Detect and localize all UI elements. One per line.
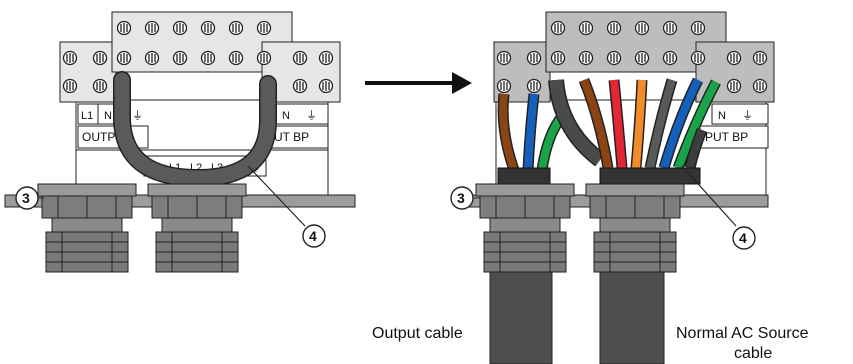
- right-callout-4: 4: [739, 230, 747, 246]
- left-callout-3: 3: [22, 190, 30, 206]
- normal-ac-source-cable: [599, 271, 665, 364]
- output-cable-label: Output cable: [372, 325, 463, 342]
- left-terminal-label-n: N: [104, 110, 112, 122]
- right-callout-3: 3: [457, 190, 465, 206]
- right-terminal-label-n: N: [718, 110, 726, 122]
- right-cable-gland-1: [475, 183, 575, 273]
- left-terminal-block-a: [59, 41, 117, 103]
- left-cable-gland-1: [37, 183, 137, 273]
- right-panel: N ⏚ PUT BP: [372, 11, 809, 364]
- left-terminal-label-l1: L1: [81, 110, 93, 122]
- left-input-bp-label: PUT BP: [266, 130, 309, 144]
- left-terminal-label-right-n: N: [282, 110, 290, 122]
- left-panel: L1 N ⏚ OUTPUT N ⏚ PUT BP L1 L1 L2 L3 N ⏚…: [4, 11, 356, 273]
- output-cable: [489, 271, 553, 364]
- left-callout-4: 4: [309, 228, 317, 244]
- ground-symbol-icon: ⏚: [306, 109, 317, 122]
- ground-symbol-icon: ⏚: [132, 109, 143, 122]
- left-cable-gland-2: [147, 183, 247, 273]
- right-input-bp-label: PUT BP: [705, 130, 748, 144]
- right-cable-gland-2: [585, 183, 685, 273]
- normal-ac-source-label-line1: Normal AC Source: [676, 325, 809, 342]
- arrow-right-icon: [365, 72, 472, 94]
- right-terminal-block-a: [493, 41, 551, 103]
- normal-ac-source-label-line2: cable: [734, 345, 772, 362]
- ground-symbol-icon: ⏚: [742, 109, 753, 122]
